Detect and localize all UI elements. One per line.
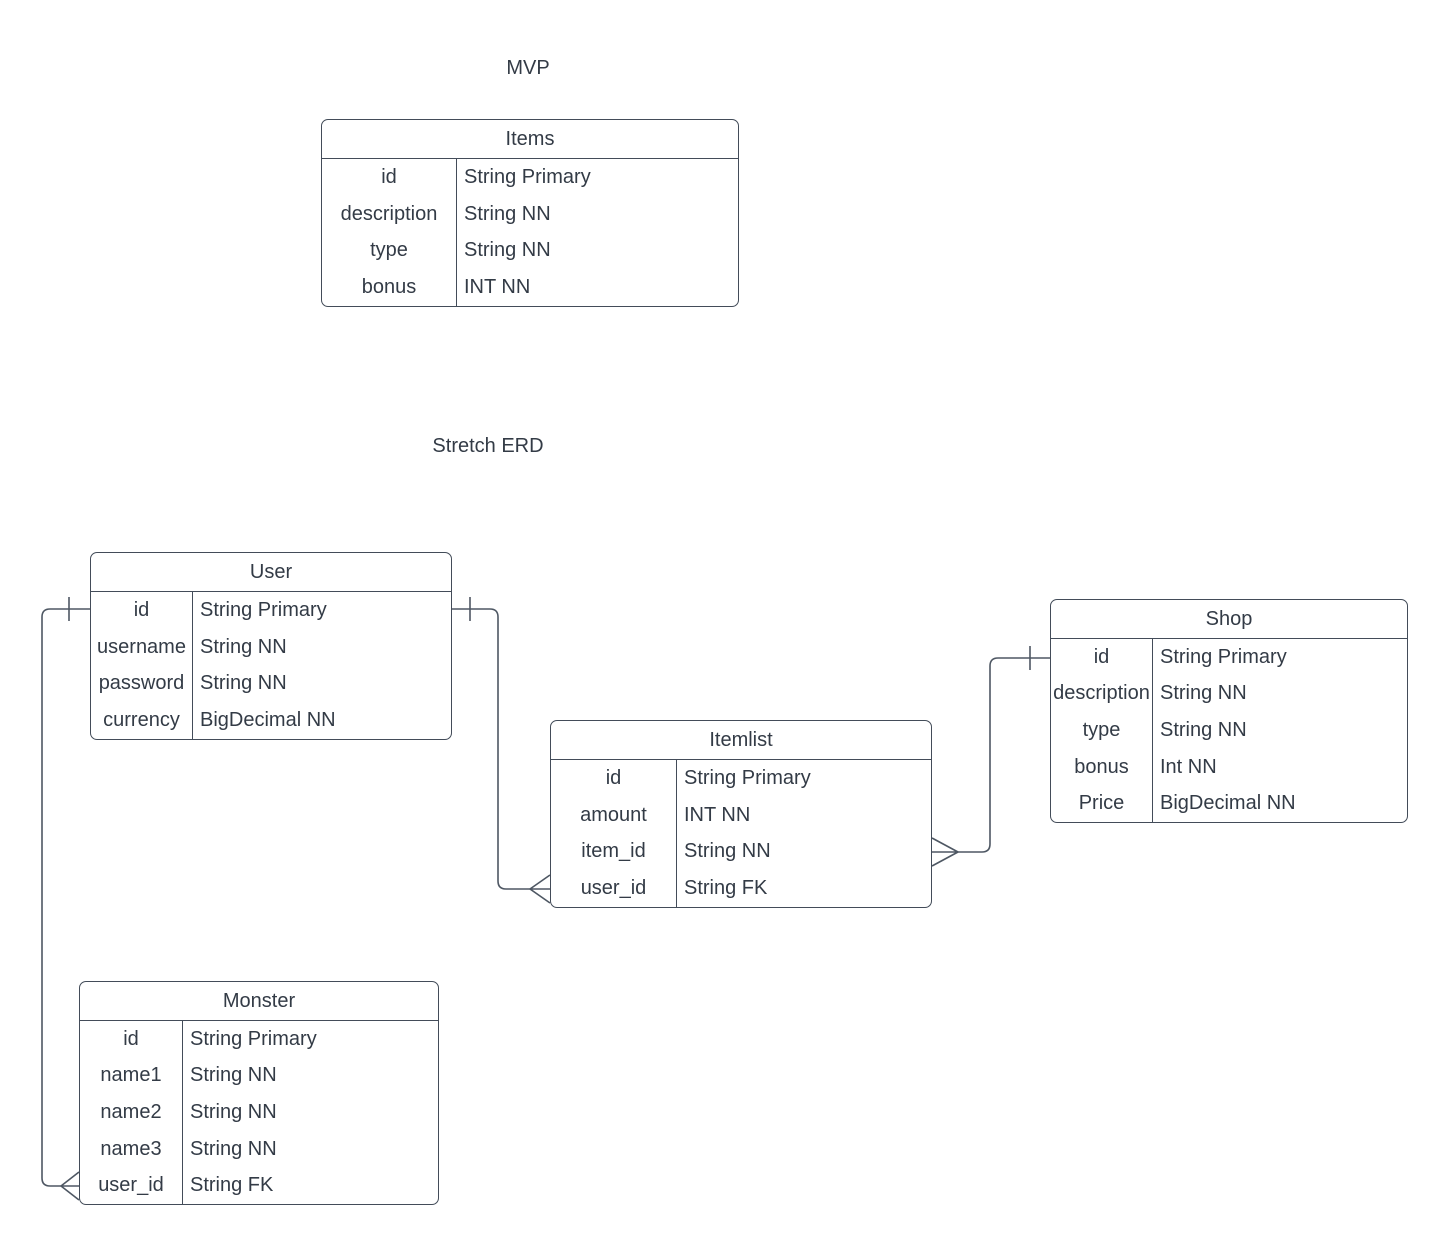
field-type: String Primary	[190, 1027, 317, 1050]
field-name: currency	[91, 702, 193, 739]
entity-user[interactable]: User id String Primary username String N…	[90, 552, 452, 740]
entity-title: Itemlist	[551, 721, 931, 760]
field-name: description	[1051, 675, 1153, 713]
field-type: String NN	[1160, 682, 1247, 705]
field-type: INT NN	[684, 803, 751, 826]
field-type: String NN	[190, 1100, 277, 1123]
field-name: id	[551, 760, 677, 797]
field-type: String FK	[190, 1174, 274, 1197]
entity-rows: id String Primary name1 String NN name2 …	[80, 1021, 438, 1204]
entity-title: Shop	[1051, 600, 1407, 639]
section-label-stretch-erd: Stretch ERD	[432, 435, 544, 457]
field-type: String NN	[200, 635, 287, 658]
entity-monster[interactable]: Monster id String Primary name1 String N…	[79, 981, 439, 1205]
entity-shop[interactable]: Shop id String Primary description Strin…	[1050, 599, 1408, 823]
field-type: BigDecimal NN	[1160, 792, 1296, 815]
field-type: String NN	[464, 202, 551, 225]
connector-line[interactable]	[41, 608, 90, 1187]
section-label-mvp: MVP	[506, 57, 550, 79]
field-name: password	[91, 665, 193, 703]
field-name: bonus	[1051, 748, 1153, 786]
field-name: amount	[551, 796, 677, 834]
field-name: id	[1051, 639, 1153, 676]
field-type: BigDecimal NN	[200, 709, 336, 732]
entity-items[interactable]: Items id String Primary description Stri…	[321, 119, 739, 307]
relationship-user-monster[interactable]	[41, 597, 90, 1201]
field-type: String NN	[684, 840, 771, 863]
crow-foot-many-icon	[60, 1171, 80, 1201]
field-name: type	[322, 232, 457, 270]
entity-itemlist[interactable]: Itemlist id String Primary amount INT NN…	[550, 720, 932, 908]
connector-line[interactable]	[452, 608, 530, 890]
field-type: String NN	[190, 1137, 277, 1160]
field-type: String NN	[200, 672, 287, 695]
field-name: id	[80, 1021, 183, 1058]
entity-title: Monster	[80, 982, 438, 1021]
field-type: INT NN	[464, 276, 531, 299]
entity-title: Items	[322, 120, 738, 159]
relationship-shop-itemlist[interactable]	[931, 646, 1050, 867]
field-name: name3	[80, 1130, 183, 1168]
field-name: Price	[1051, 785, 1153, 822]
relationship-user-itemlist[interactable]	[452, 597, 551, 904]
field-name: item_id	[551, 833, 677, 871]
field-type: String NN	[464, 239, 551, 262]
crow-foot-many-icon	[529, 874, 551, 904]
entity-rows: id String Primary amount INT NN item_id …	[551, 760, 931, 907]
field-name: name1	[80, 1057, 183, 1095]
field-type: String Primary	[1160, 645, 1287, 668]
field-type: Int NN	[1160, 755, 1217, 778]
field-name: bonus	[322, 269, 457, 306]
entity-rows: id String Primary description String NN …	[1051, 639, 1407, 822]
field-name: id	[322, 159, 457, 196]
entity-rows: id String Primary username String NN pas…	[91, 592, 451, 739]
field-type: String NN	[1160, 718, 1247, 741]
field-name: type	[1051, 712, 1153, 749]
entity-rows: id String Primary description String NN …	[322, 159, 738, 306]
field-name: id	[91, 592, 193, 629]
field-type: String NN	[190, 1064, 277, 1087]
field-type: String FK	[684, 877, 768, 900]
field-name: user_id	[80, 1167, 183, 1204]
field-type: String Primary	[684, 766, 811, 789]
field-name: name2	[80, 1094, 183, 1131]
crow-foot-many-icon	[931, 837, 959, 867]
field-name: description	[322, 195, 457, 233]
field-name: username	[91, 628, 193, 666]
entity-title: User	[91, 553, 451, 592]
connector-line[interactable]	[958, 657, 1050, 853]
field-type: String Primary	[200, 598, 327, 621]
field-type: String Primary	[464, 165, 591, 188]
field-name: user_id	[551, 870, 677, 907]
